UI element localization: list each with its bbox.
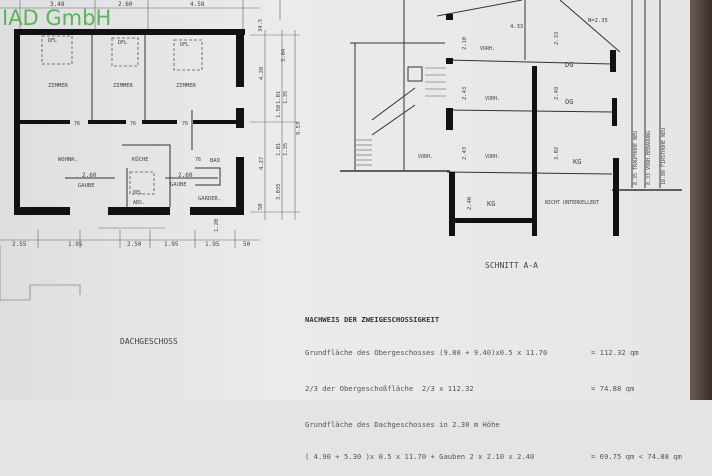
floor-plan-walls bbox=[14, 29, 245, 215]
gaube-width: 2.60 bbox=[82, 172, 97, 179]
dim-bottom: 1.95 bbox=[164, 241, 179, 248]
dfl-label: DFL bbox=[48, 38, 57, 44]
vorh-note: VORH. bbox=[485, 154, 500, 160]
calc-result: = 112.32 qm bbox=[591, 348, 639, 357]
height-dim: 2.49 bbox=[554, 87, 560, 100]
height-dim: 2.10 bbox=[462, 37, 468, 50]
dim-right: 4.27 bbox=[259, 157, 265, 170]
dim-bottom: 50 bbox=[243, 241, 251, 248]
dfl-label: DFL bbox=[118, 40, 127, 46]
height-dim: 2.43 bbox=[462, 147, 468, 160]
calc-line: 2/3 der Obergeschoßfläche 2/3 x 112.32 bbox=[305, 384, 474, 393]
dim-bottom: 1.95 bbox=[205, 241, 220, 248]
door-mark: 76 bbox=[195, 157, 201, 163]
dim-right: 4.28 bbox=[259, 67, 265, 80]
room-label: GARDER. bbox=[198, 196, 221, 202]
calc-line: Grundfläche des Obergeschosses (9.80 + 9… bbox=[305, 348, 548, 357]
room-label: ABS. bbox=[133, 200, 145, 206]
dim-right: 1.01 bbox=[276, 91, 282, 104]
height-dim: N=2.35 bbox=[588, 18, 608, 24]
floor-plan-title: DACHGESCHOSS bbox=[120, 337, 178, 346]
vorh-note: VORH. bbox=[480, 46, 495, 52]
unterkellert-note: NICHT UNTERKELLERT bbox=[545, 200, 599, 206]
calc-result: = 69.75 qm < 74.88 qm bbox=[591, 452, 682, 461]
dim-right: 9.57 bbox=[296, 122, 302, 135]
height-dim: 2.43 bbox=[462, 87, 468, 100]
dim-top: 3.48 bbox=[50, 1, 65, 8]
dim-right: 1.35 bbox=[283, 143, 289, 156]
dim-bottom: 2.55 bbox=[12, 241, 27, 248]
drawing-sheet bbox=[0, 0, 692, 400]
room-label: WOHNR. bbox=[58, 157, 78, 163]
dim-bottom: 2.50 bbox=[127, 241, 142, 248]
table-edge bbox=[690, 0, 712, 400]
level-label: KG bbox=[573, 158, 581, 166]
calculation-block: NACHWEIS DER ZWEIGESCHOSSIGKEIT Grundflä… bbox=[305, 292, 682, 476]
architectural-drawing: 3.48 2.60 4.58 DFL DFL DFL ZIMMER ZIMMER… bbox=[0, 0, 682, 346]
room-label: ZIMMER bbox=[113, 83, 134, 89]
dim-right: 1.35 bbox=[283, 91, 289, 104]
gaube-label: GAUBE bbox=[170, 182, 187, 188]
height-label: 8.35 TRAUFHÖHE NEU bbox=[632, 131, 639, 185]
dim-top: 4.58 bbox=[190, 1, 205, 8]
room-label: DFL bbox=[133, 190, 142, 196]
dim-right: 50 bbox=[258, 203, 264, 210]
level-label: KG bbox=[487, 200, 495, 208]
dim-bottom: 1.95 bbox=[68, 241, 83, 248]
dim-right: 1.20 bbox=[214, 219, 220, 232]
dim-right: 3.035 bbox=[276, 183, 282, 200]
room-label: BAD bbox=[210, 158, 220, 164]
section-title: SCHNITT A-A bbox=[485, 261, 538, 270]
vorh-note: VORH. bbox=[485, 96, 500, 102]
calc-line: ( 4.90 + 5.30 )x 0.5 x 11.70 + Gauben 2 … bbox=[305, 452, 535, 461]
calc-result: = 74.88 qm bbox=[591, 384, 635, 393]
dim-right: 1.50 bbox=[276, 105, 282, 118]
dim-right: 1.01 bbox=[276, 143, 282, 156]
height-dim: 2.33 bbox=[554, 32, 560, 45]
gaube-label: GAUBE bbox=[78, 183, 95, 189]
room-label: KÜCHE bbox=[132, 156, 149, 163]
level-label: OG bbox=[565, 98, 573, 106]
height-dim: 3.02 bbox=[554, 147, 560, 160]
gaube-width: 2.60 bbox=[178, 172, 193, 179]
door-mark: 76 bbox=[130, 121, 136, 127]
dim-right: 34.5 bbox=[258, 19, 264, 32]
level-label: DG bbox=[565, 61, 573, 69]
dim-top: 2.60 bbox=[118, 1, 133, 8]
door-mark: 76 bbox=[74, 121, 80, 127]
logo-watermark: IAD GmbH bbox=[2, 6, 112, 30]
height-dim: 4.33 bbox=[510, 24, 523, 30]
calc-heading: NACHWEIS DER ZWEIGESCHOSSIGKEIT bbox=[305, 315, 440, 324]
height-label: 10.80 FIRSTHÖHE NEU bbox=[660, 128, 667, 185]
height-dim: 2.40 bbox=[467, 197, 473, 210]
vorh-note: VORH. bbox=[418, 154, 433, 160]
section-walls bbox=[446, 14, 619, 236]
room-label: ZIMMER bbox=[176, 83, 197, 89]
dim-right: 3.04 bbox=[281, 48, 287, 62]
height-label: 8.33 VORH.BEBAUUNG bbox=[646, 131, 652, 185]
dfl-label: DFL bbox=[180, 42, 189, 48]
door-mark: 76 bbox=[182, 121, 188, 127]
calc-line: Grundfläche des Dachgeschosses in 2.30 m… bbox=[305, 420, 500, 429]
room-label: ZIMMER bbox=[48, 83, 69, 89]
